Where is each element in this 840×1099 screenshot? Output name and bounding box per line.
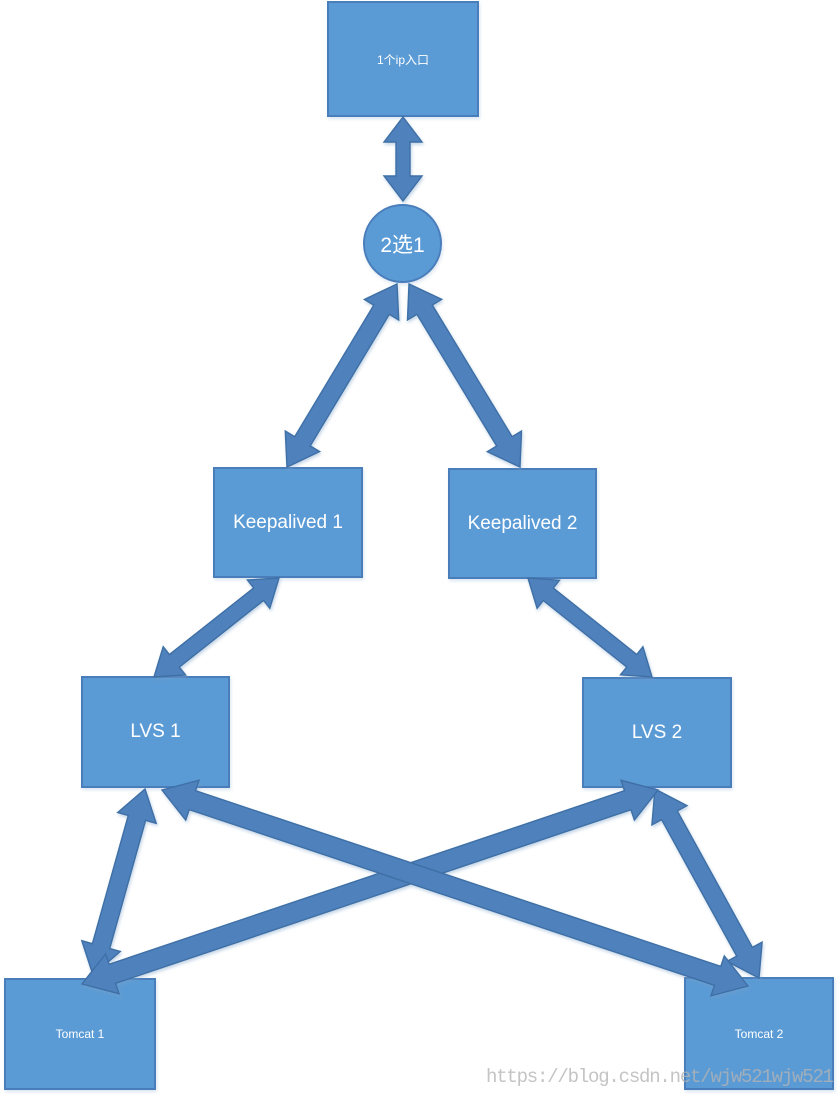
node-tomcat-1: Tomcat 1 — [4, 978, 156, 1090]
node-lvs-2: LVS 2 — [582, 677, 732, 788]
arrow-ip_entry-selector — [382, 115, 424, 203]
node-ip-entry: 1个ip入口 — [327, 1, 479, 117]
node-keepalived-2-label: Keepalived 2 — [467, 512, 578, 534]
node-keepalived-1: Keepalived 1 — [213, 467, 363, 578]
node-tomcat-1-label: Tomcat 1 — [55, 1027, 105, 1041]
arrow-keepalived2-lvs2 — [527, 577, 653, 678]
node-tomcat-2-label: Tomcat 2 — [734, 1026, 784, 1041]
arrow-lvs2-tomcat2 — [651, 787, 763, 980]
node-selector: 2选1 — [363, 204, 442, 283]
arrow-lvs1-tomcat1 — [80, 787, 158, 977]
arrow-tomcat2-lvs1 — [160, 779, 750, 997]
arrow-tomcat1-lvs2 — [80, 779, 660, 995]
node-selector-label: 2选1 — [380, 233, 425, 257]
watermark: https://blog.csdn.net/wjw521wjw521 — [486, 1066, 834, 1088]
arrow-selector-keepalived1 — [284, 282, 400, 469]
node-lvs-1-label: LVS 1 — [130, 721, 181, 742]
arrow-selector-keepalived2 — [406, 282, 523, 469]
node-ip-entry-label: 1个ip入口 — [376, 52, 429, 67]
node-lvs-2-label: LVS 2 — [631, 721, 683, 743]
node-lvs-1: LVS 1 — [81, 676, 230, 788]
node-keepalived-2: Keepalived 2 — [448, 468, 597, 579]
arrow-keepalived1-lvs1 — [153, 577, 280, 678]
node-keepalived-1-label: Keepalived 1 — [233, 511, 343, 533]
